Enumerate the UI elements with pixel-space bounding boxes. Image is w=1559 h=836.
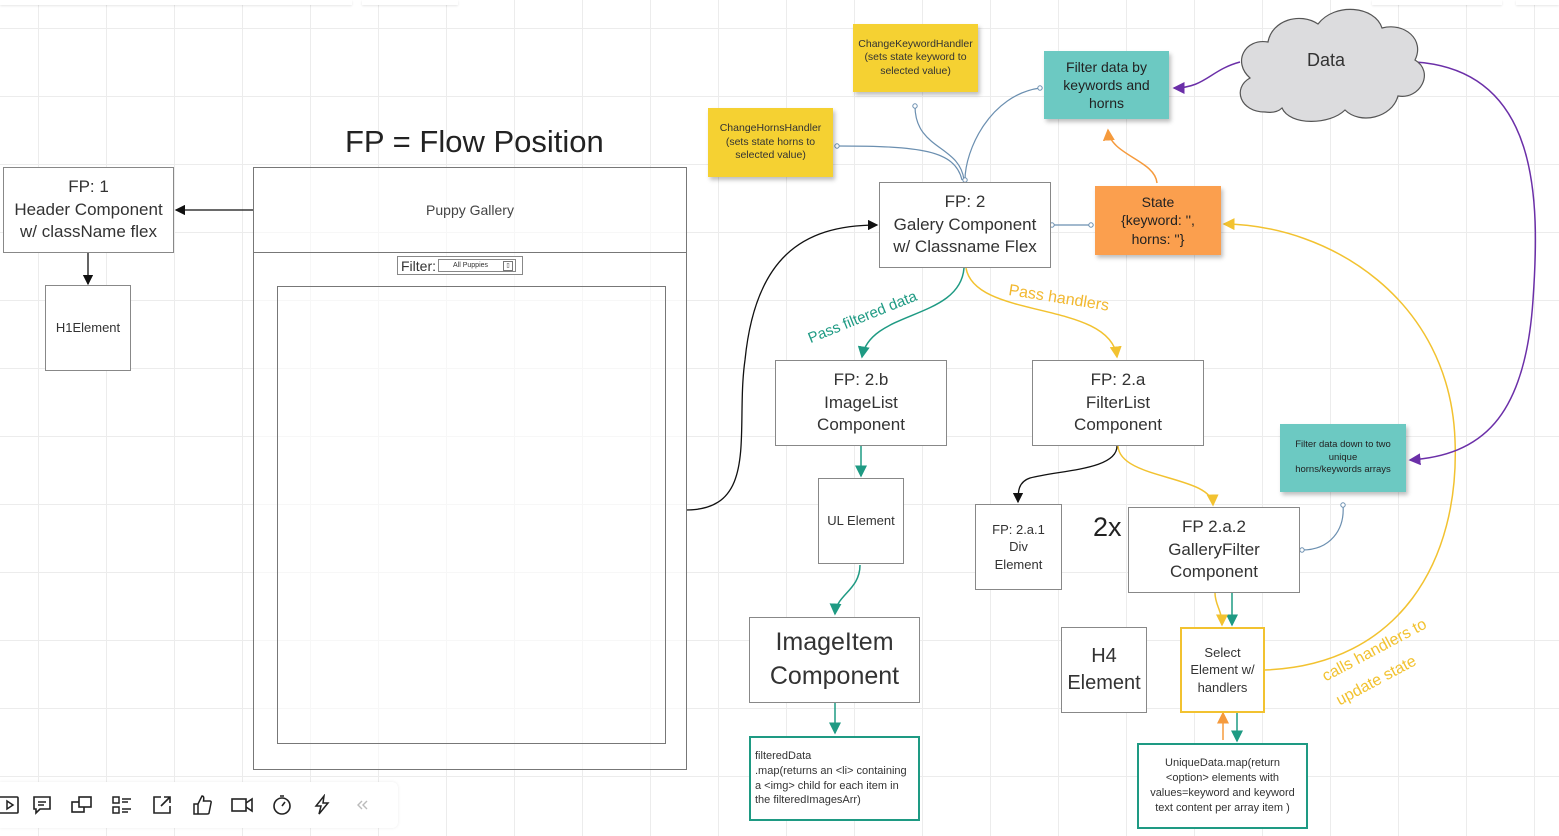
fp2-gallery-component: FP: 2 Galery Component w/ Classname Flex — [879, 182, 1051, 268]
mockup-filter: Filter: All Puppies ▯ — [397, 256, 523, 275]
edge-label-pass-filtered: Pass filtered data — [805, 287, 920, 347]
mockup-filter-value: All Puppies — [453, 262, 489, 269]
fp2a1-div-element: FP: 2.a.1 Div Element — [975, 504, 1062, 590]
edge-horns-handler-to-fp2 — [836, 145, 963, 181]
mockup-filter-select[interactable]: All Puppies ▯ — [438, 259, 516, 272]
top-toolbar-far-right — [1516, 0, 1559, 5]
filter-keywords-note: Filter data by keywords and horns — [1044, 51, 1169, 119]
list-icon[interactable] — [102, 785, 142, 825]
fp2a2-galleryfilter-component: FP 2.a.2 GalleryFilter Component — [1128, 507, 1300, 593]
diagram-title: FP = Flow Position — [345, 124, 604, 159]
top-toolbar-mid — [362, 0, 458, 5]
share-icon[interactable] — [142, 785, 182, 825]
fp1-header-component: FP: 1 Header Component w/ className flex — [3, 167, 174, 253]
unique-data-note: UniqueData.map(return <option> elements … — [1137, 743, 1308, 829]
edge-filterlist-to-galleryfilter — [1117, 445, 1219, 507]
lightning-icon[interactable] — [302, 785, 342, 825]
select-arrow-icon: ▯ — [503, 260, 513, 271]
timer-icon[interactable] — [262, 785, 302, 825]
edge-label-pass-handlers: Pass handlers — [1007, 282, 1111, 315]
h1-element: H1Element — [45, 285, 131, 371]
state-note: State {keyword: '', horns: ''} — [1095, 186, 1221, 255]
imageitem-component: ImageItem Component — [749, 617, 920, 703]
edge-filterlist-to-div — [1012, 445, 1118, 504]
keyword-handler-note: ChangeKeywordHandler (sets state keyword… — [853, 24, 978, 92]
present-icon[interactable] — [0, 785, 22, 825]
comment-icon[interactable] — [22, 785, 62, 825]
collapse-icon[interactable] — [342, 785, 382, 825]
edge-state-to-filter-keywords — [1102, 128, 1158, 184]
edge-ul-to-imageitem — [829, 564, 861, 616]
camera-icon[interactable] — [222, 785, 262, 825]
fp2b-imagelist-component: FP: 2.b ImageList Component — [775, 360, 947, 446]
edge-data-to-filter-unique — [1408, 61, 1537, 466]
select-element: Select Element w/ handlers — [1180, 627, 1265, 713]
edge-galleryfilter-to-select-yellow — [1214, 592, 1228, 627]
mockup-gallery-area — [277, 286, 666, 744]
edge-unique-to-galleryfilter — [1301, 504, 1344, 551]
like-icon[interactable] — [182, 785, 222, 825]
fp2a-filterlist-component: FP: 2.a FilterList Component — [1032, 360, 1204, 446]
two-x-label: 2x — [1093, 512, 1122, 542]
h4-element: H4 Element — [1061, 627, 1147, 713]
bottom-toolbar — [0, 782, 398, 828]
data-cloud-label: Data — [1307, 50, 1346, 70]
top-toolbar-right — [1372, 0, 1502, 5]
edge-data-to-filter-keywords — [1172, 61, 1241, 94]
edge-filter-keywords-to-fp2 — [964, 87, 1041, 181]
video-call-icon[interactable] — [62, 785, 102, 825]
edge-keyword-handler-to-fp2 — [914, 105, 965, 181]
mockup-header: Puppy Gallery — [253, 167, 687, 253]
top-toolbar-left — [0, 0, 352, 5]
filtered-data-note: filteredData .map(returns an <li> contai… — [749, 736, 920, 821]
horns-handler-note: ChangeHornsHandler (sets state horns to … — [708, 108, 833, 177]
ul-element: UL Element — [818, 478, 904, 564]
mockup-filter-label: Filter: — [401, 257, 436, 274]
filter-unique-note: Filter data down to two unique horns/key… — [1280, 424, 1406, 492]
